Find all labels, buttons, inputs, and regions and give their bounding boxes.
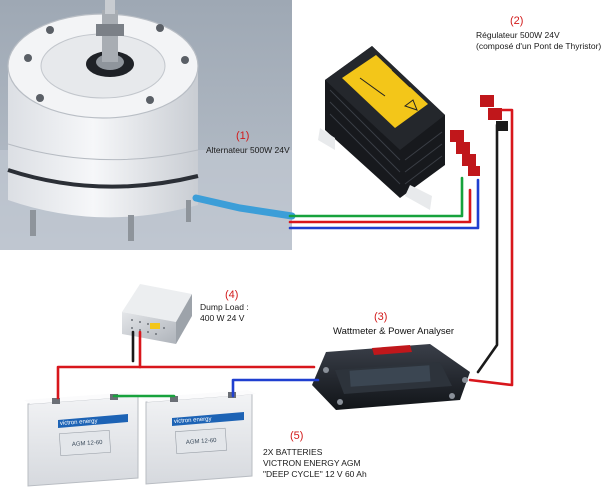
regulator-box	[318, 46, 508, 210]
dump-load-number: (4)	[225, 289, 239, 301]
wiring	[56, 108, 514, 400]
batteries-label-line3: "DEEP CYCLE" 12 V 60 Ah	[263, 469, 367, 479]
dump-load-label-line2: 400 W 24 V	[200, 313, 245, 323]
wire-alt-red	[288, 188, 472, 224]
batteries-number: (5)	[290, 430, 304, 442]
wire-reg-black	[476, 123, 507, 374]
regulator-label-line1: Régulateur 500W 24V	[476, 30, 560, 40]
battery-left	[24, 392, 142, 487]
alternator-number: (1)	[236, 130, 250, 142]
wire-meter-red-load	[56, 365, 316, 400]
wattmeter-title: Wattmeter & Power Analyser	[333, 326, 455, 337]
battery-right	[140, 390, 256, 485]
dump-load-box	[122, 284, 192, 344]
battery-left-model: AGM 12-60	[72, 440, 104, 448]
battery-right-model: AGM 12-60	[186, 438, 218, 446]
regulator-label-line2: (composé d'un Pont de Thyristor)	[476, 41, 602, 51]
wire-reg-red	[468, 108, 514, 387]
battery-right-brand: victron energy	[174, 416, 212, 425]
wattmeter-device	[312, 344, 470, 410]
wire-alt-blue	[288, 178, 480, 230]
batteries-label-line2: VICTRON ENERGY AGM	[263, 458, 361, 468]
battery-left-brand: victron energy	[60, 418, 98, 427]
alternator-label: Alternateur 500W 24V	[206, 145, 290, 155]
alternator-photo	[0, 0, 296, 250]
wire-alt-green	[288, 176, 464, 218]
wattmeter-number: (3)	[374, 311, 388, 323]
regulator-number: (2)	[510, 15, 524, 27]
dump-load-label-line1: Dump Load :	[200, 302, 249, 312]
wire-meter-blue	[231, 378, 320, 398]
batteries-label-line1: 2X BATTERIES	[263, 447, 323, 457]
